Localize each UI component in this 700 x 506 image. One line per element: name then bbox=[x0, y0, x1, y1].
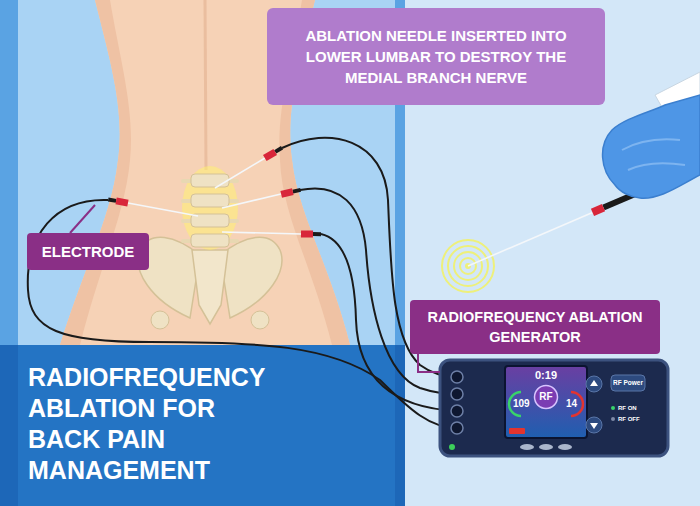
leader-line bbox=[70, 205, 95, 233]
indicator-label: RF ON bbox=[618, 405, 637, 412]
needle-hub bbox=[313, 232, 321, 236]
label-box: ELECTRODE bbox=[27, 233, 149, 270]
down-arrow bbox=[590, 423, 598, 429]
iliac-wing bbox=[220, 237, 282, 318]
input-jack bbox=[451, 371, 463, 383]
callout-box: ABLATION NEEDLE INSERTED INTO LOWER LUMB… bbox=[267, 8, 605, 105]
electrode-connector bbox=[265, 152, 275, 158]
needle bbox=[468, 212, 593, 266]
glove-crease bbox=[622, 139, 680, 150]
timer-reading: 0:19 bbox=[505, 369, 587, 382]
display-screen: 0:19 109 14 RF bbox=[505, 366, 587, 438]
indicator-text: RF bbox=[539, 391, 552, 403]
needle bbox=[128, 203, 198, 216]
needle-hub bbox=[108, 200, 116, 201]
label-text: RADIOFREQUENCY ABLATION GENERATOR bbox=[420, 307, 650, 347]
electrode-connector bbox=[593, 208, 604, 213]
input-jack bbox=[451, 388, 463, 400]
status-light bbox=[611, 406, 615, 410]
electrode-connector bbox=[301, 230, 313, 237]
wire bbox=[28, 200, 457, 428]
leader-line bbox=[418, 354, 440, 372]
vertebra bbox=[191, 174, 229, 187]
gloved-hand bbox=[603, 95, 700, 198]
needle bbox=[222, 194, 281, 208]
vertebra bbox=[191, 234, 229, 247]
rf-indicator: RF bbox=[533, 384, 559, 410]
spine-groove bbox=[205, 0, 206, 170]
temperature-reading: 109 bbox=[513, 398, 530, 410]
vertebra bbox=[191, 194, 229, 207]
hip-joint bbox=[251, 311, 269, 329]
title: RADIOFREQUENCY ABLATION FOR BACK PAIN MA… bbox=[28, 362, 278, 486]
sacrum bbox=[192, 250, 228, 324]
pants-frame bbox=[0, 345, 405, 506]
input-jack bbox=[451, 422, 463, 434]
hip-joint bbox=[151, 311, 169, 329]
status-light bbox=[611, 417, 615, 421]
soft-key bbox=[558, 444, 572, 450]
soft-key bbox=[539, 444, 553, 450]
input-jack bbox=[451, 405, 463, 417]
up-arrow bbox=[590, 380, 598, 386]
needle-hub bbox=[293, 190, 301, 192]
label-box: RADIOFREQUENCY ABLATION GENERATOR bbox=[410, 300, 660, 354]
down-button bbox=[586, 417, 602, 433]
label-text: ELECTRODE bbox=[42, 243, 135, 261]
needle bbox=[215, 158, 265, 188]
glove-crease bbox=[628, 163, 685, 170]
indicator-circle bbox=[535, 386, 558, 409]
electrode-connector bbox=[116, 201, 128, 203]
electrode-connector bbox=[281, 192, 293, 195]
pants bbox=[18, 345, 395, 506]
power-reading: 14 bbox=[566, 398, 577, 410]
generator-body bbox=[440, 360, 668, 456]
generator-device: RF Power RF ON RF OFF 0:19 109 14 RF bbox=[440, 360, 668, 456]
power-button bbox=[611, 375, 645, 391]
connector-group bbox=[418, 354, 440, 372]
up-button bbox=[586, 376, 602, 392]
needle bbox=[222, 232, 301, 234]
screen bbox=[505, 366, 587, 438]
torso-shade bbox=[60, 0, 131, 345]
callout-text: ABLATION NEEDLE INSERTED INTO LOWER LUMB… bbox=[281, 25, 591, 88]
button-label: RF Power bbox=[611, 377, 645, 389]
needle-hub bbox=[275, 148, 282, 152]
stop-button bbox=[509, 428, 525, 434]
power-light bbox=[449, 444, 455, 450]
indicator-label: RF OFF bbox=[618, 416, 640, 423]
wire bbox=[300, 188, 457, 394]
soft-key bbox=[520, 444, 534, 450]
